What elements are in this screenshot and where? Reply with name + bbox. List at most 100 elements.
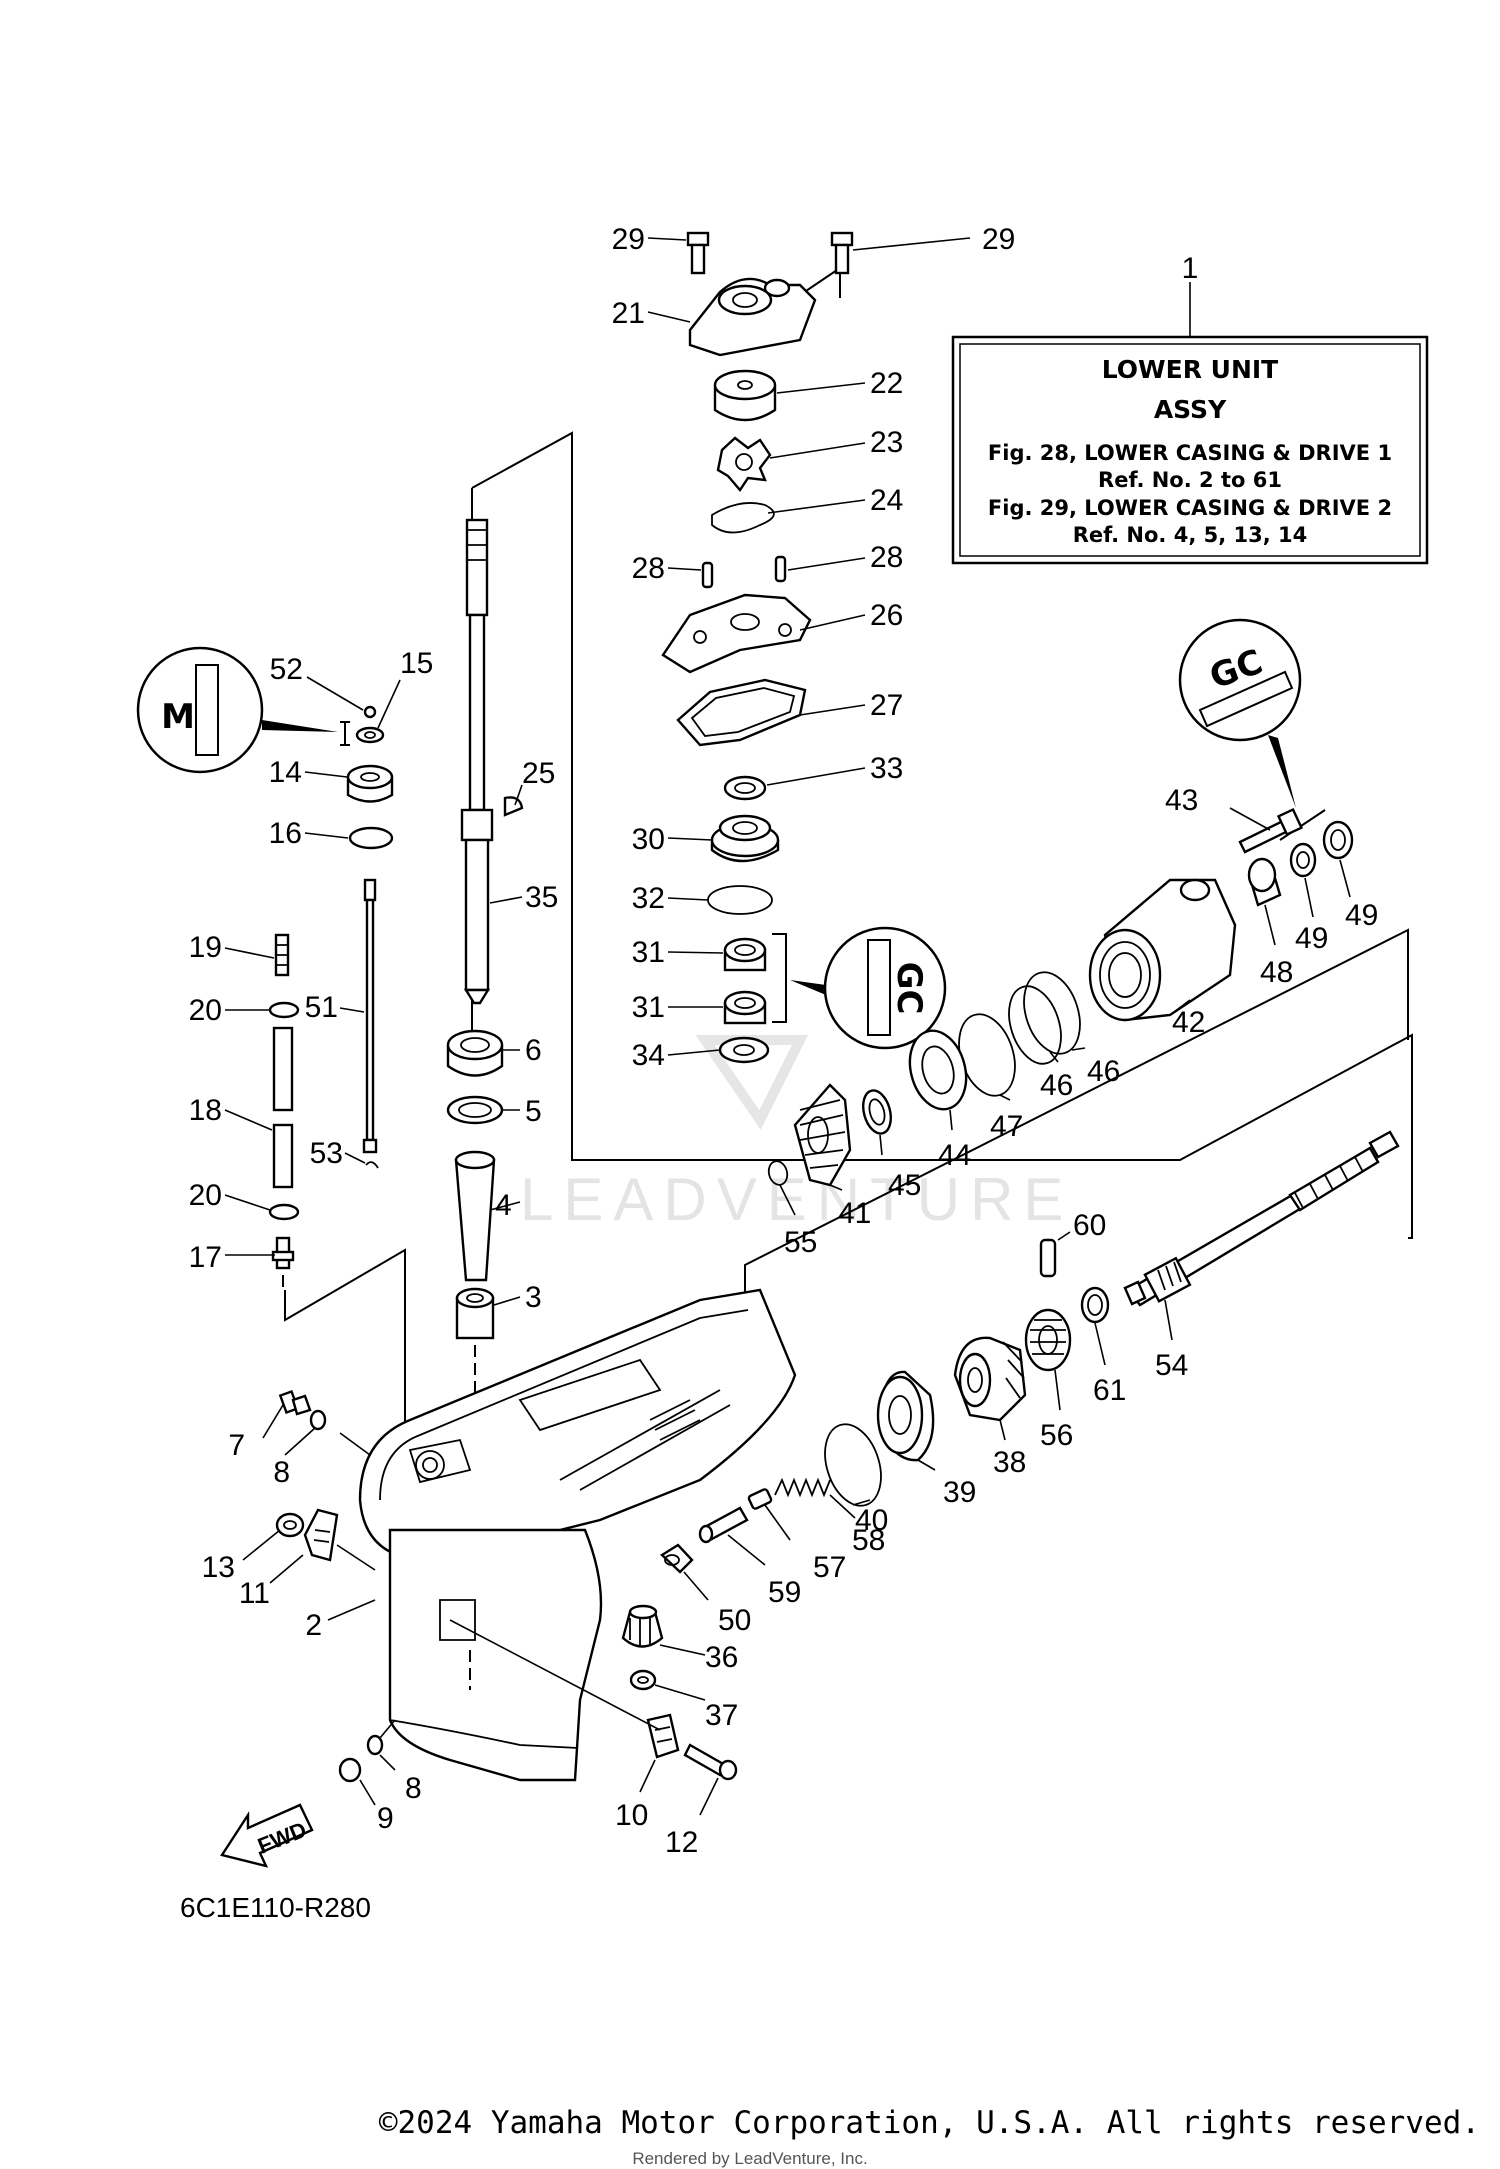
callout-16[interactable]: 16	[269, 817, 302, 850]
callout-28-right[interactable]: 28	[870, 541, 903, 574]
part-58-spring[interactable]	[774, 1477, 831, 1498]
callout-36[interactable]: 36	[705, 1641, 738, 1674]
callout-18[interactable]: 18	[189, 1094, 222, 1127]
part-38-forward-gear[interactable]	[953, 1336, 1027, 1422]
part-48-needle-bearing[interactable]	[1247, 857, 1282, 907]
part-54-propeller-shaft[interactable]	[1123, 1130, 1400, 1307]
part-18-water-hose[interactable]	[272, 1026, 294, 1189]
callout-52[interactable]: 52	[270, 653, 303, 686]
part-60-cross-pin[interactable]	[1039, 1238, 1057, 1278]
part-19-grommet-top[interactable]	[274, 933, 290, 977]
callout-23[interactable]: 23	[870, 426, 903, 459]
part-23-impeller[interactable]	[716, 436, 772, 492]
part-20-hose-clip-top[interactable]	[268, 1001, 300, 1019]
part-5-shim[interactable]	[446, 1095, 504, 1125]
part-29-bolt-left[interactable]	[686, 231, 710, 275]
part-12-bolt[interactable]	[683, 1743, 738, 1781]
callout-45[interactable]: 45	[888, 1169, 921, 1202]
callout-14[interactable]: 14	[269, 756, 302, 789]
part-10-trim-tab[interactable]	[646, 1713, 680, 1759]
part-44-ball-bearing[interactable]	[902, 1024, 975, 1115]
part-49-seal-outer[interactable]	[1322, 820, 1354, 860]
part-55-shim[interactable]	[766, 1159, 790, 1187]
part-42-propeller-shaft-housing[interactable]	[1088, 878, 1237, 1022]
callout-38[interactable]: 38	[993, 1446, 1026, 1479]
callout-31-upper[interactable]: 31	[632, 936, 665, 969]
callout-51[interactable]: 51	[305, 991, 338, 1024]
callout-60[interactable]: 60	[1073, 1209, 1106, 1242]
callout-7[interactable]: 7	[228, 1429, 245, 1462]
callout-49-left[interactable]: 49	[1295, 922, 1328, 955]
callout-53[interactable]: 53	[310, 1137, 343, 1170]
part-11-anode-cover[interactable]	[303, 1508, 339, 1562]
part-26-outer-plate[interactable]	[661, 593, 812, 674]
part-14-bushing[interactable]	[346, 764, 394, 803]
part-46-o-ring-inner[interactable]	[1000, 980, 1070, 1071]
part-8-washer-top[interactable]	[309, 1409, 327, 1431]
callout-30[interactable]: 30	[632, 823, 665, 856]
callout-5[interactable]: 5	[525, 1095, 542, 1128]
part-30-oil-seal-housing[interactable]	[710, 814, 780, 863]
callout-41[interactable]: 41	[838, 1197, 871, 1230]
part-31-oil-seal-upper[interactable]	[723, 937, 767, 972]
part-36-pinion[interactable]	[621, 1604, 664, 1648]
callout-35[interactable]: 35	[525, 881, 558, 914]
callout-17[interactable]: 17	[189, 1241, 222, 1274]
callout-40[interactable]: 40	[855, 1504, 888, 1537]
callout-57[interactable]: 57	[813, 1551, 846, 1584]
callout-58[interactable]: 58	[852, 1524, 885, 1557]
part-49-seal-inner[interactable]	[1289, 842, 1317, 878]
callout-46-left[interactable]: 46	[1040, 1069, 1073, 1102]
part-56-dog-clutch[interactable]	[1024, 1308, 1072, 1372]
part-29-bolt-right[interactable]	[830, 231, 854, 275]
callout-42[interactable]: 42	[1172, 1006, 1205, 1039]
callout-11[interactable]: 11	[239, 1577, 270, 1610]
callout-31-lower[interactable]: 31	[632, 991, 665, 1024]
callout-10[interactable]: 10	[615, 1799, 648, 1832]
callout-8-top[interactable]: 8	[273, 1456, 290, 1489]
part-41-reverse-gear[interactable]	[793, 1083, 852, 1187]
callout-46-right[interactable]: 46	[1087, 1055, 1120, 1088]
part-13-nut[interactable]	[275, 1512, 305, 1538]
callout-19[interactable]: 19	[189, 931, 222, 964]
callout-22[interactable]: 22	[870, 367, 903, 400]
callout-24[interactable]: 24	[870, 484, 903, 517]
callout-2[interactable]: 2	[305, 1609, 322, 1642]
callout-8-bottom[interactable]: 8	[405, 1772, 422, 1805]
part-16-o-ring[interactable]	[348, 826, 394, 850]
callout-32[interactable]: 32	[632, 882, 665, 915]
part-52-ball[interactable]	[363, 705, 377, 719]
callout-56[interactable]: 56	[1040, 1419, 1073, 1452]
callout-47[interactable]: 47	[990, 1110, 1023, 1143]
callout-13[interactable]: 13	[202, 1551, 235, 1584]
part-2-lower-casing[interactable]	[358, 1288, 797, 1782]
callout-25[interactable]: 25	[522, 757, 555, 790]
part-31-oil-seal-lower[interactable]	[723, 990, 767, 1025]
part-4-sleeve[interactable]	[454, 1150, 496, 1282]
part-3-needle-bearing[interactable]	[455, 1287, 495, 1340]
callout-26[interactable]: 26	[870, 599, 903, 632]
part-37-nut[interactable]	[629, 1669, 657, 1691]
part-43-bolt[interactable]	[1238, 807, 1304, 854]
callout-9[interactable]: 9	[377, 1802, 394, 1835]
part-53-clip[interactable]	[365, 1161, 379, 1169]
part-40-shim[interactable]	[815, 1417, 890, 1513]
callout-29-left[interactable]: 29	[612, 223, 645, 256]
part-27-gasket[interactable]	[676, 678, 807, 747]
callout-1[interactable]: 1	[1182, 252, 1199, 285]
part-6-bearing[interactable]	[446, 1029, 504, 1077]
callout-21[interactable]: 21	[612, 297, 645, 330]
part-59-plunger[interactable]	[698, 1506, 749, 1544]
part-15-dust-seal[interactable]	[355, 726, 385, 744]
part-57-ball[interactable]	[747, 1488, 773, 1510]
callout-29-right[interactable]: 29	[982, 223, 1015, 256]
part-20-hose-clip-bottom[interactable]	[268, 1203, 300, 1221]
part-46-o-ring-outer[interactable]	[1014, 965, 1089, 1061]
callout-12[interactable]: 12	[665, 1826, 698, 1859]
part-39-taper-roller-bearing[interactable]	[876, 1370, 935, 1462]
part-21-pump-housing[interactable]	[688, 277, 817, 357]
callout-3[interactable]: 3	[525, 1281, 542, 1314]
callout-20-top[interactable]: 20	[189, 994, 222, 1027]
part-7-bolt[interactable]	[278, 1389, 312, 1416]
callout-59[interactable]: 59	[768, 1576, 801, 1609]
